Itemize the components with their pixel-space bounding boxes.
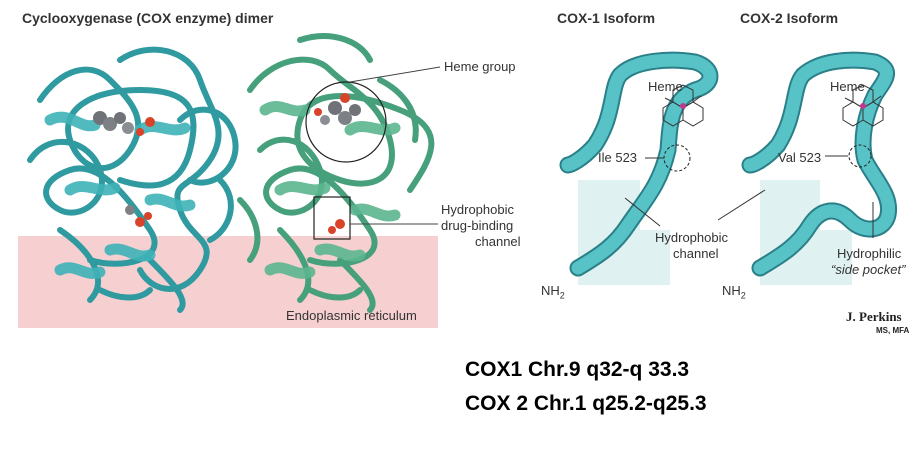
artist-credit-name: J. Perkins (846, 309, 902, 324)
cox2-isoform-title: COX-2 Isoform (740, 10, 839, 26)
ile523-label: Ile 523 (598, 150, 638, 165)
cox2-heme-label: Heme (830, 79, 865, 94)
cox1-channel-label-line1: Hydrophobic (655, 230, 728, 245)
protein-ribbon-cox2 (237, 33, 435, 313)
cox2-nh2-label: NH2 (722, 283, 746, 301)
cox1-isoform-title: COX-1 Isoform (557, 10, 656, 26)
protein-ribbon-cox1 (27, 46, 239, 313)
cox2-nh-text: NH (722, 283, 741, 298)
channel-callout-box (313, 196, 351, 240)
heme-group-label: Heme group (444, 59, 516, 74)
cox2-nh-subscript: 2 (740, 290, 746, 301)
heme-molecule-icon (842, 84, 884, 127)
heme-callout-circle (305, 81, 387, 163)
channel-label-line1: Hydrophobic (441, 202, 514, 217)
heme-molecule-icon (662, 84, 704, 127)
dimer-title: Cyclooxygenase (COX enzyme) dimer (22, 10, 274, 26)
cox1-nh-subscript: 2 (559, 290, 565, 301)
cox1-gene-location: COX1 Chr.9 q32-q 33.3 (465, 358, 690, 381)
cox2-channel-pointer (717, 189, 766, 221)
heme-cluster-cox1 (93, 111, 155, 227)
side-pocket-label-line2: “side pocket” (831, 262, 906, 277)
cox1-channel-label-line2: channel (673, 246, 719, 261)
cox1-nh-text: NH (541, 283, 560, 298)
heme-callout-line (349, 66, 441, 83)
side-pocket-label-line1: Hydrophilic (837, 246, 902, 261)
val523-marker (848, 144, 872, 168)
cox2-gene-location: COX 2 Chr.1 q25.2-q25.3 (465, 392, 707, 415)
val523-label: Val 523 (778, 150, 822, 165)
channel-label-line3: channel (475, 234, 521, 249)
cox1-nh2-label: NH2 (541, 283, 565, 301)
heme-cluster-cox2 (314, 93, 361, 234)
er-label: Endoplasmic reticulum (286, 308, 417, 323)
dimer-illustration (27, 33, 441, 313)
cox1-channel-pointer (624, 197, 661, 227)
isoform-diagram (559, 51, 898, 285)
artist-credit-degree: MS, MFA (876, 326, 910, 335)
channel-label-line2: drug-binding (441, 218, 514, 233)
cox1-heme-label: Heme (648, 79, 683, 94)
